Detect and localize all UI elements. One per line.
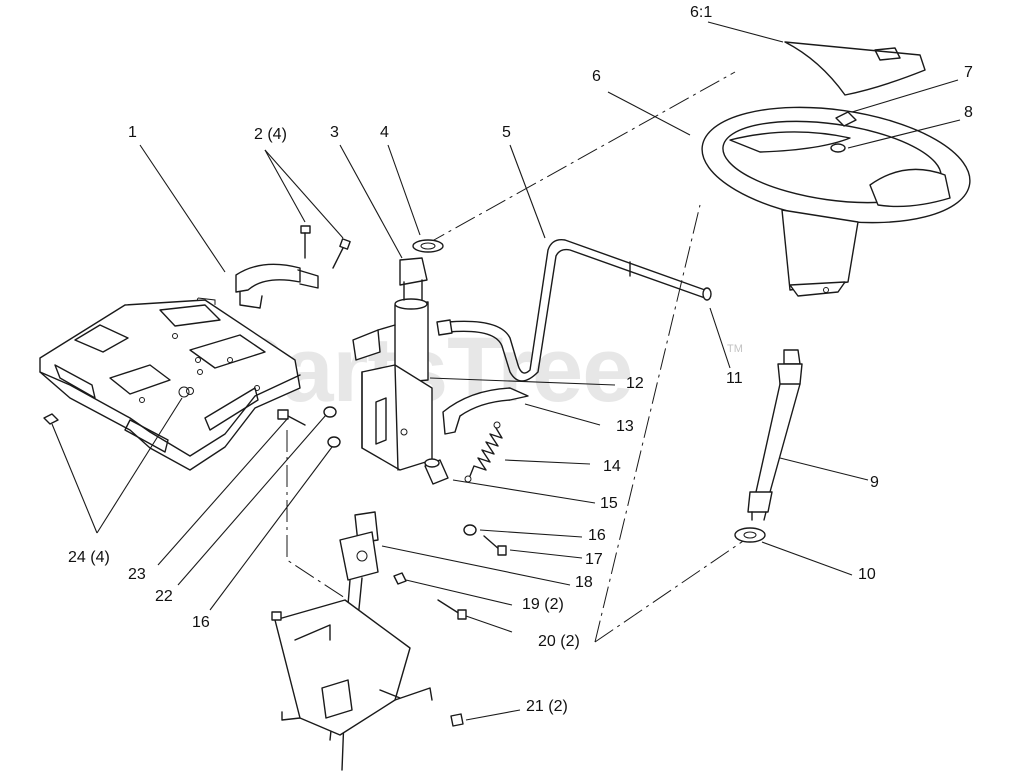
watermark-trademark: TM [727,343,743,355]
part-1-mounting-plate [39,299,301,471]
callout-2: 2 (4) [254,126,287,143]
callout-19: 19 (2) [522,596,564,613]
callout-8: 8 [964,104,973,121]
callout-11: 11 [726,370,743,387]
callout-9: 9 [870,474,879,491]
callout-12: 12 [626,375,644,392]
part-9-steering-shaft [747,349,803,521]
part-5-lever-rod [436,239,712,382]
part-19-20-21-fasteners [393,572,467,727]
part-16-17-washer-bolt [463,524,507,556]
callout-22: 22 [155,588,173,605]
part-22-23-hardware [277,406,341,448]
callout-10: 10 [858,566,876,583]
callout-23: 23 [128,566,146,583]
part-4-bushing [412,239,444,253]
callout-13: 13 [616,418,634,435]
callout-24: 24 (4) [68,549,110,566]
part-24-nuts [43,386,190,425]
part-12-column-bracket [361,364,433,471]
callout-16-right: 16 [588,527,606,544]
callout-5: 5 [502,124,511,141]
callout-15: 15 [600,495,618,512]
leader-lines [51,21,961,721]
part-2-bolts-clamp [235,225,351,309]
callout-6: 6 [592,68,601,85]
callout-4: 4 [380,124,389,141]
callout-1: 1 [128,124,137,141]
part-6-steering-wheel [701,106,971,297]
callout-14: 14 [603,458,621,475]
part-3-steering-column [352,257,429,384]
callout-7: 7 [964,64,973,81]
part-14-spring [464,421,503,483]
part-7-8-nut-washer [830,111,857,153]
lower-mounting-bracket [271,599,433,736]
callout-17: 17 [585,551,603,568]
callout-21: 21 (2) [526,698,568,715]
part-15-spacer [424,458,449,485]
part-10-washer [734,527,766,543]
part-6-1-cap [784,41,926,96]
callout-16-left: 16 [192,614,210,631]
callout-18: 18 [575,574,593,591]
callout-20: 20 (2) [538,633,580,650]
callout-6-1: 6:1 [690,4,713,21]
callout-3: 3 [330,124,339,141]
part-13-clip [442,387,529,435]
